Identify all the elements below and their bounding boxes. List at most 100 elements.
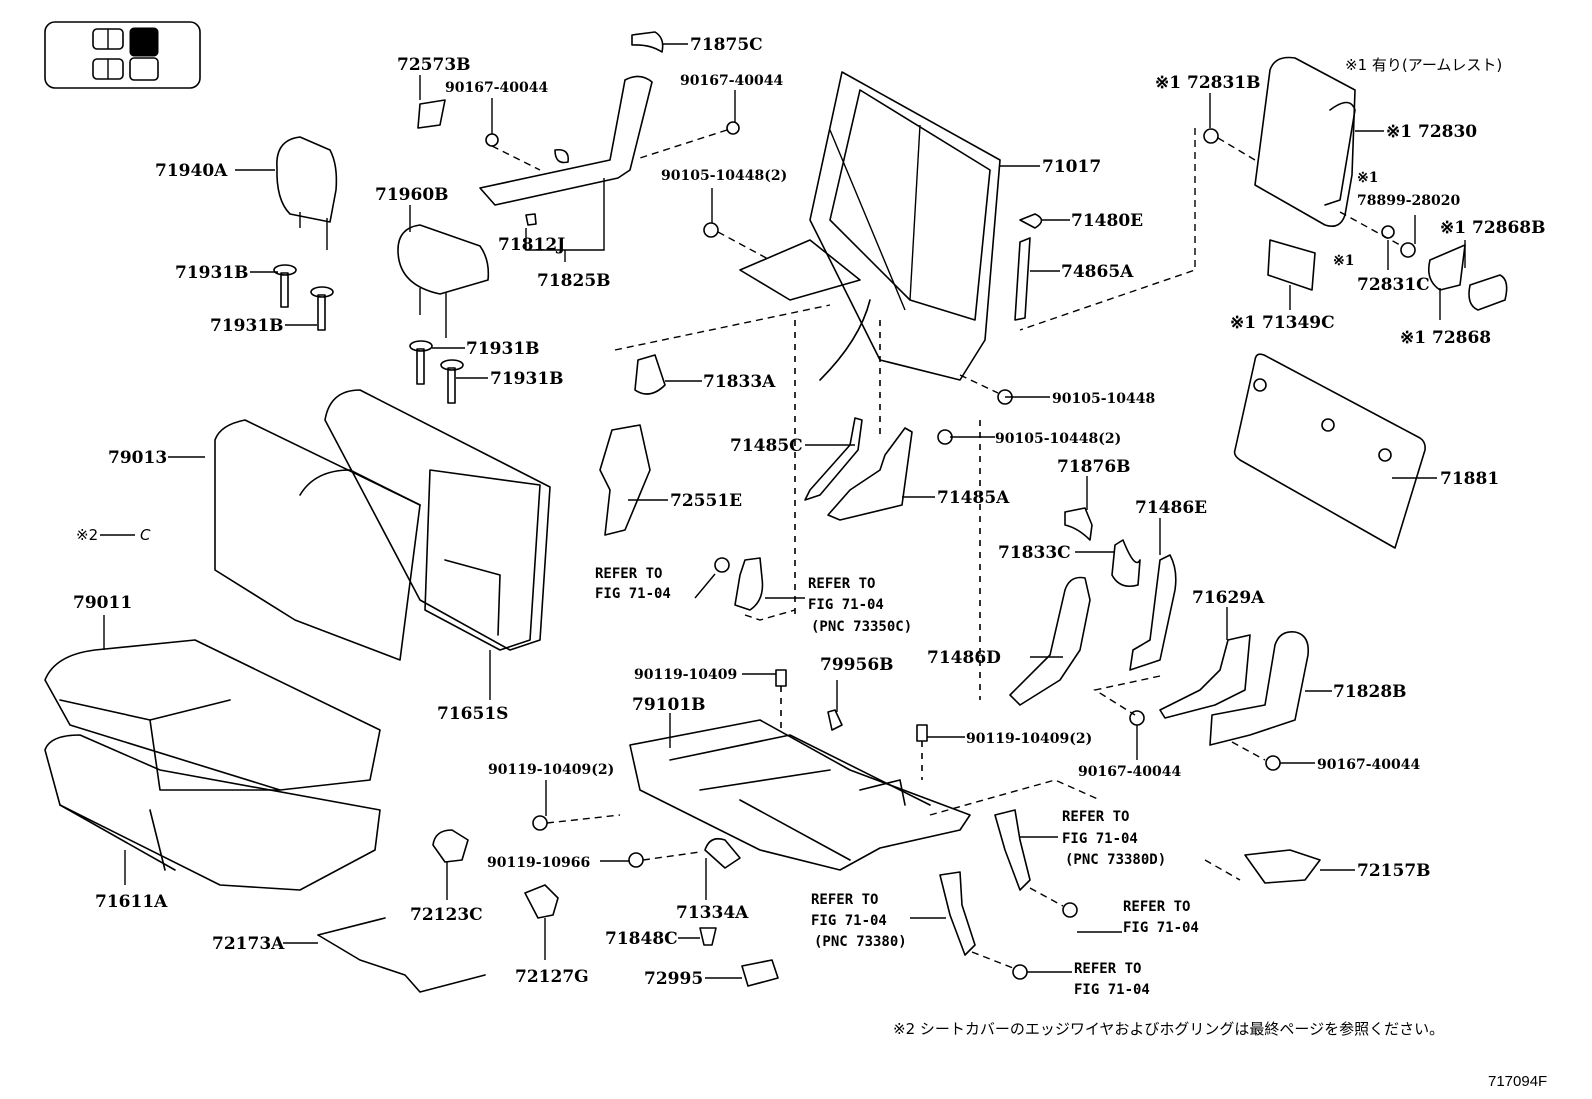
- seatbelt-buckle-73380D[interactable]: [994, 809, 1031, 891]
- cover-71876B[interactable]: [1064, 507, 1093, 541]
- label-71876B[interactable]: 71876B: [1057, 457, 1131, 477]
- label-79011[interactable]: 79011: [73, 593, 132, 613]
- headrest-guide[interactable]: [440, 359, 464, 404]
- label-90105-10448-2[interactable]: 90105-10448(2): [995, 431, 1121, 447]
- label-72830[interactable]: ※1 72830: [1386, 122, 1477, 142]
- label-72868B[interactable]: ※1 72868B: [1440, 218, 1546, 238]
- label-71485A[interactable]: 71485A: [937, 488, 1010, 508]
- label-71931B[interactable]: 71931B: [466, 339, 540, 359]
- label-90105-10448[interactable]: 90105-10448: [1052, 391, 1155, 407]
- label-71881[interactable]: 71881: [1440, 469, 1499, 489]
- label-72831B[interactable]: ※1 72831B: [1155, 73, 1261, 93]
- label-74865A[interactable]: 74865A: [1061, 262, 1134, 282]
- label-72127G[interactable]: 72127G: [515, 967, 589, 987]
- label-90167-40044[interactable]: 90167-40044: [1078, 764, 1181, 780]
- label-79956B[interactable]: 79956B: [820, 655, 894, 675]
- label-71825B[interactable]: 71825B: [537, 271, 611, 291]
- headrest-71940A[interactable]: [276, 136, 338, 250]
- seatbelt-buckle-73350C[interactable]: [714, 557, 796, 621]
- label-71334A[interactable]: 71334A: [676, 903, 749, 923]
- label-72123C[interactable]: 72123C: [410, 905, 483, 925]
- label-71833A[interactable]: 71833A: [703, 372, 776, 392]
- label-71486D[interactable]: 71486D: [927, 648, 1001, 668]
- label-90119-10966[interactable]: 90119-10966: [487, 855, 590, 871]
- label-71017[interactable]: 71017: [1042, 157, 1101, 177]
- label-72573B[interactable]: 72573B: [397, 55, 471, 75]
- hinge-cover-71825B-shape[interactable]: [479, 75, 653, 206]
- bolt-refer-b[interactable]: [1012, 964, 1028, 980]
- label-71486E[interactable]: 71486E: [1135, 498, 1207, 518]
- label-72831C[interactable]: 72831C: [1357, 275, 1430, 295]
- clip-71833A[interactable]: [634, 354, 666, 395]
- label-71848C[interactable]: 71848C: [605, 929, 678, 949]
- label-71828B[interactable]: 71828B: [1333, 682, 1407, 702]
- seatback-frame-71017[interactable]: [739, 71, 1001, 381]
- ref-fig-71-04-a[interactable]: REFER TO FIG 71-04: [595, 566, 671, 602]
- cover-71828B[interactable]: [1209, 630, 1310, 746]
- bracket-72157B[interactable]: [1244, 849, 1321, 884]
- label-72868[interactable]: ※1 72868: [1400, 328, 1491, 348]
- cover-71485A[interactable]: [827, 427, 913, 521]
- cover-72123C[interactable]: [432, 829, 469, 863]
- label-71349C[interactable]: ※1 71349C: [1230, 313, 1335, 333]
- bolt-90167-40044[interactable]: [726, 121, 740, 135]
- label-78899-28020[interactable]: 78899-28020: [1357, 193, 1460, 209]
- bracket-74865A[interactable]: [1014, 237, 1031, 321]
- seat-frame-79101B[interactable]: [629, 719, 971, 871]
- clip-71480E[interactable]: [1019, 213, 1043, 229]
- bolt-90105-10448[interactable]: [703, 222, 719, 238]
- cover-71629A[interactable]: [1159, 634, 1251, 719]
- label-71629A[interactable]: 71629A: [1192, 588, 1265, 608]
- part-72573B-shape[interactable]: [417, 99, 446, 129]
- headrest-guide[interactable]: [273, 264, 297, 308]
- headrest-71960B[interactable]: [397, 224, 490, 338]
- ref-fig-71-04-b[interactable]: REFER TO FIG 71-04: [1123, 899, 1199, 936]
- bolt-90105-10448[interactable]: [937, 429, 953, 445]
- bolt-90119-10966[interactable]: [628, 852, 644, 868]
- bracket-71334A[interactable]: [704, 837, 741, 869]
- label-90119-10409-2[interactable]: 90119-10409(2): [488, 762, 614, 778]
- ref-fig-71-04-c[interactable]: REFER TO FIG 71-04: [1074, 961, 1150, 998]
- label-79013[interactable]: 79013: [108, 448, 167, 468]
- bolt-90167-40044[interactable]: [485, 133, 499, 147]
- label-71611A[interactable]: 71611A: [95, 892, 168, 912]
- cover-72127G[interactable]: [524, 884, 559, 919]
- ref-fig-71-04-pnc-73350c[interactable]: REFER TO FIG 71-04 (PNC 73350C): [808, 576, 912, 635]
- plate-71349C[interactable]: [1267, 239, 1316, 291]
- cover-71486E[interactable]: [1129, 554, 1177, 671]
- seatback-cover-79013[interactable]: [214, 389, 551, 661]
- back-board-71881[interactable]: [1233, 353, 1426, 549]
- label-71931B[interactable]: 71931B: [175, 263, 249, 283]
- label-90167-40044[interactable]: 90167-40044: [1317, 757, 1420, 773]
- label-71960B[interactable]: 71960B: [375, 185, 449, 205]
- part-71875C-shape[interactable]: [631, 31, 664, 53]
- label-90119-10409[interactable]: 90119-10409: [634, 667, 737, 683]
- bolt-90119-10409[interactable]: [775, 669, 787, 687]
- label-71833C[interactable]: 71833C: [998, 543, 1071, 563]
- bolt-90167-40044-right[interactable]: [1265, 755, 1281, 771]
- clip-71848C[interactable]: [699, 927, 717, 946]
- label-71931B[interactable]: 71931B: [490, 369, 564, 389]
- cap-72831B[interactable]: [1203, 128, 1219, 144]
- armrest-72830[interactable]: [1254, 56, 1356, 228]
- bolt-90119-10409-c[interactable]: [532, 815, 548, 831]
- headrest-guide[interactable]: [409, 340, 433, 385]
- label-90119-10409-2[interactable]: 90119-10409(2): [966, 731, 1092, 747]
- cover-72868B[interactable]: [1468, 274, 1508, 311]
- label-71480E[interactable]: 71480E: [1071, 211, 1143, 231]
- label-72173A[interactable]: 72173A: [212, 934, 285, 954]
- ref-fig-71-04-pnc-73380d[interactable]: REFER TO FIG 71-04 (PNC 73380D): [1062, 809, 1166, 868]
- label-71651S[interactable]: 71651S: [437, 704, 508, 724]
- label-72995[interactable]: 72995: [644, 969, 703, 989]
- label-72157B[interactable]: 72157B: [1357, 861, 1431, 881]
- label-71940A[interactable]: 71940A: [155, 161, 228, 181]
- bolt-90167-40044-lower[interactable]: [1129, 710, 1145, 726]
- seatback-pad-71651S[interactable]: [424, 469, 541, 651]
- ref-fig-71-04-pnc-73380[interactable]: REFER TO FIG 71-04 (PNC 73380): [811, 892, 907, 950]
- wire-72173A[interactable]: [317, 917, 486, 993]
- label-90167-40044[interactable]: 90167-40044: [680, 73, 783, 89]
- label-72551E[interactable]: 72551E: [670, 491, 742, 511]
- label-90105-10448-2[interactable]: 90105-10448(2): [661, 168, 787, 184]
- label-71812J[interactable]: 71812J: [498, 235, 565, 255]
- label-71875C[interactable]: 71875C: [690, 35, 763, 55]
